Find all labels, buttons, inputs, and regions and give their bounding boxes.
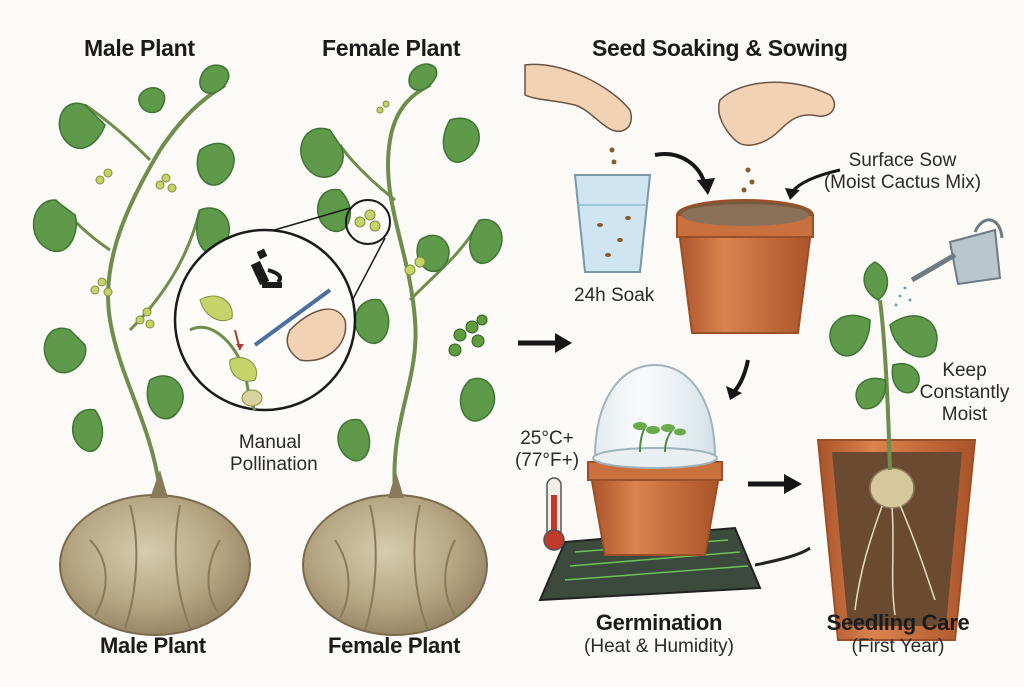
seedling-pot-cutaway <box>816 439 977 641</box>
female-leaves <box>300 63 503 462</box>
soak-label: 24h Soak <box>574 285 655 306</box>
humidity-dome-icon <box>592 363 718 469</box>
surface-sow-line1: Surface Sow <box>848 150 957 171</box>
germination-subtitle: (Heat & Humidity) <box>584 636 734 657</box>
female-flowers <box>354 100 426 276</box>
pot-to-germination-arrow <box>732 359 750 394</box>
hand-dropping-seeds <box>524 63 632 165</box>
seed-soak-section <box>524 63 841 334</box>
seedling-subtitle: (First Year) <box>851 636 945 657</box>
manual-pollination-label: Manual Pollination <box>230 432 318 476</box>
seedling-caption: Seedling Care (First Year) <box>818 610 978 658</box>
male-flowers <box>90 168 177 329</box>
female-plant-title: Female Plant <box>322 35 461 61</box>
hand-sowing <box>718 81 836 193</box>
seed-soaking-title: Seed Soaking & Sowing <box>592 35 848 61</box>
pollination-inset <box>173 228 357 412</box>
surface-sow-line2: (Moist Cactus Mix) <box>823 172 982 193</box>
seedling-section <box>816 218 1004 641</box>
keep-moist-line3: Moist <box>941 404 988 425</box>
seedling-plant <box>829 261 938 471</box>
female-plant <box>239 63 503 636</box>
germination-title: Germination <box>595 610 723 635</box>
keep-moist-line2: Constantly <box>919 382 1010 403</box>
female-berries <box>448 314 488 357</box>
keep-moist-line1: Keep <box>942 360 987 381</box>
watering-can-icon <box>894 218 1004 307</box>
female-plant-label: Female Plant <box>328 633 461 658</box>
manual-pollination-line2: Pollination <box>230 454 318 475</box>
thermometer-icon <box>543 477 565 551</box>
female-tuber <box>302 472 488 636</box>
temperature-label: 25°C+ (77°F+) <box>512 428 582 472</box>
temperature-celsius: 25°C+ <box>520 428 574 449</box>
manual-pollination-line1: Manual <box>238 432 302 453</box>
germination-caption: Germination (Heat & Humidity) <box>572 610 746 658</box>
sowing-pot <box>675 199 815 334</box>
microscope-icon <box>250 248 282 288</box>
germination-pot <box>587 461 723 556</box>
temperature-fahrenheit: (77°F+) <box>514 450 580 471</box>
germination-section <box>538 363 811 602</box>
male-plant-label: Male Plant <box>100 633 206 658</box>
surface-sow-label: Surface Sow (Moist Cactus Mix) <box>815 150 990 194</box>
seedling-title: Seedling Care <box>826 610 970 635</box>
water-glass <box>573 174 652 273</box>
brush-hand <box>253 288 347 362</box>
male-plant <box>33 64 251 636</box>
male-tuber <box>59 470 251 636</box>
male-plant-title: Male Plant <box>84 35 195 61</box>
keep-moist-label: Keep Constantly Moist <box>912 360 1017 426</box>
